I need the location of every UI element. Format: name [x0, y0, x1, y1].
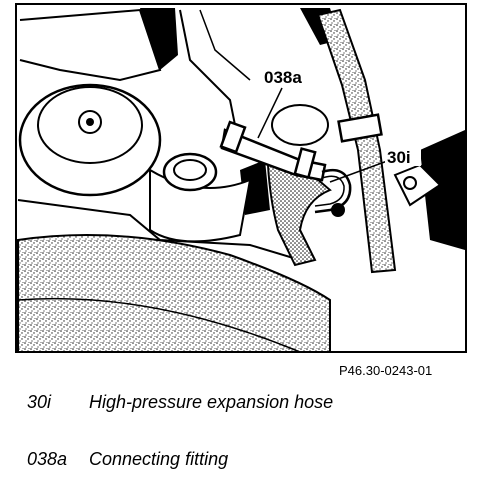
leader-line-fitting — [257, 87, 283, 139]
callout-bg — [262, 66, 304, 86]
line-bolt — [331, 203, 345, 217]
legend-text: Connecting fitting — [89, 449, 229, 469]
legend-code: 30i — [27, 392, 52, 412]
callout-bg — [385, 146, 421, 166]
hose-clamp — [337, 113, 383, 143]
engine-cover-outline — [199, 9, 251, 81]
shadow-region — [240, 160, 270, 215]
shadow-region — [140, 8, 178, 70]
fitting-nut — [219, 120, 247, 154]
leader-line-hose — [329, 159, 391, 183]
legend-item: 30i High-pressure expansion hose — [27, 392, 333, 413]
callout-fitting: 038a — [264, 68, 302, 87]
reservoir-cap-inner — [173, 159, 207, 181]
shadow-region — [420, 130, 465, 250]
metal-line — [314, 175, 345, 207]
pump-housing — [271, 104, 329, 146]
lower-hose-edge — [17, 297, 301, 353]
engine-cover-outline — [19, 8, 162, 82]
legend-item: 038a Connecting fitting — [27, 449, 228, 470]
bracket-bolt — [403, 176, 417, 190]
legend-text: High-pressure expansion hose — [89, 392, 334, 412]
fitting-nut — [293, 147, 317, 179]
figure-reference: P46.30-0243-01 — [339, 363, 433, 378]
side-bracket — [393, 163, 442, 207]
strut-nut-center — [86, 118, 94, 126]
lower-hose — [17, 234, 331, 353]
upper-hose — [316, 8, 397, 274]
legend-code: 038a — [27, 449, 68, 469]
callout-hose: 30i — [387, 148, 411, 167]
